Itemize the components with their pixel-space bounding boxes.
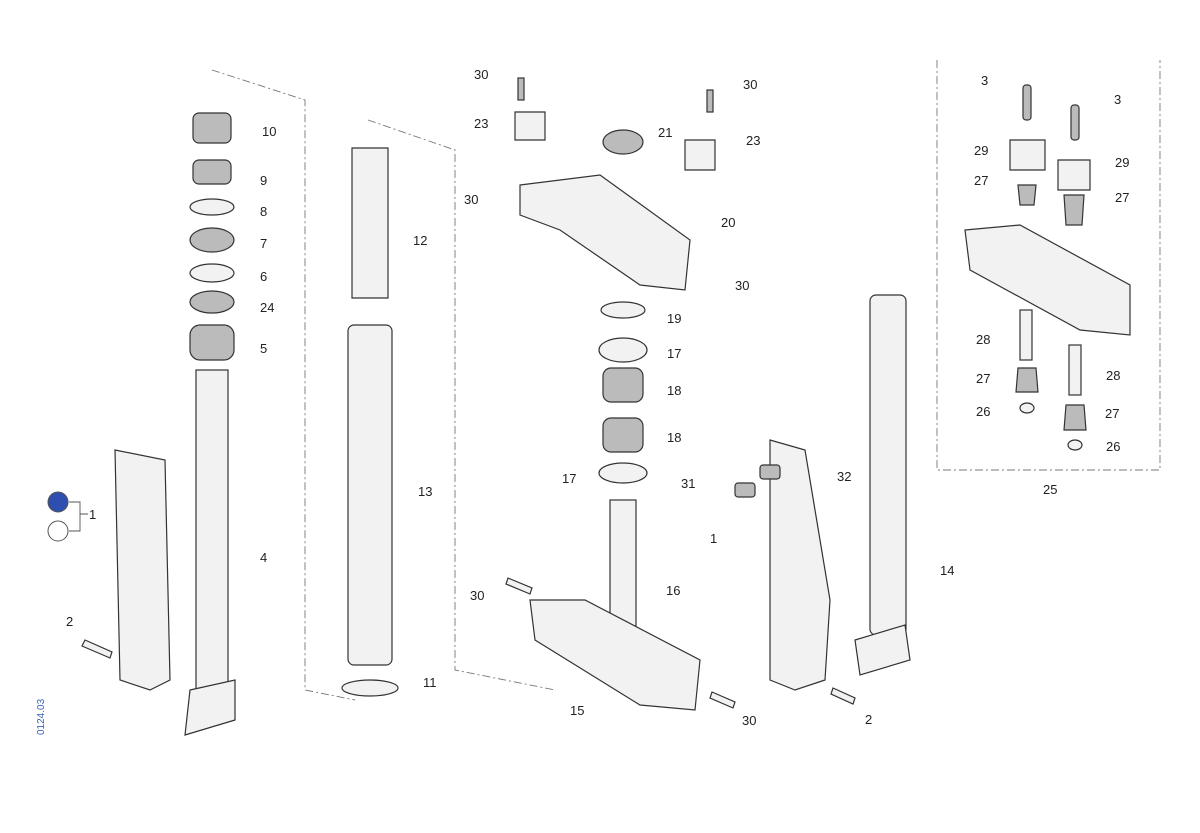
- callout: 30: [464, 192, 478, 207]
- callout: 18: [667, 383, 681, 398]
- kit-parts: [964, 84, 1131, 451]
- callout: 27: [1115, 190, 1129, 205]
- callout: 16: [666, 583, 680, 598]
- callout: 30: [742, 713, 756, 728]
- callout: 15: [570, 703, 584, 718]
- callout: 8: [260, 204, 267, 219]
- callout: 32: [837, 469, 851, 484]
- callout: 3: [1114, 92, 1121, 107]
- triple-clamp-parts: [505, 77, 736, 711]
- callout: 29: [1115, 155, 1129, 170]
- callout: 17: [562, 471, 576, 486]
- assembly-line: [367, 119, 556, 691]
- callout: 23: [474, 116, 488, 131]
- callout: 10: [262, 124, 276, 139]
- callout: 9: [260, 173, 267, 188]
- callouts: 10 9 8 7 6 24 5 4 1 2 12 13 11 30 23 30 …: [66, 67, 1129, 728]
- callout: 28: [1106, 368, 1120, 383]
- callout: 2: [66, 614, 73, 629]
- legend-outline-circle: [47, 520, 69, 542]
- callout: 13: [418, 484, 432, 499]
- callout: 4: [260, 550, 267, 565]
- callout: 27: [974, 173, 988, 188]
- callout: 1: [89, 507, 96, 522]
- kit-boundary: [936, 60, 1161, 471]
- callout: 2: [865, 712, 872, 727]
- assembly-line: [211, 69, 356, 701]
- callout: 27: [976, 371, 990, 386]
- callout: 30: [735, 278, 749, 293]
- fork-left-parts: [81, 112, 236, 736]
- callout: 29: [974, 143, 988, 158]
- callout: 31: [681, 476, 695, 491]
- callout: 20: [721, 215, 735, 230]
- callout: 27: [1105, 406, 1119, 421]
- callout: 6: [260, 269, 267, 284]
- legend-bracket: [69, 501, 88, 532]
- callout: 26: [1106, 439, 1120, 454]
- callout: 12: [413, 233, 427, 248]
- legend-filled-circle: [47, 491, 69, 513]
- callout: 11: [423, 675, 437, 690]
- callout: 30: [743, 77, 757, 92]
- callout: 28: [976, 332, 990, 347]
- callout: 19: [667, 311, 681, 326]
- callout: 30: [470, 588, 484, 603]
- callout: 26: [976, 404, 990, 419]
- callout: 30: [474, 67, 488, 82]
- fork-right-parts: [734, 294, 911, 705]
- callout: 24: [260, 300, 274, 315]
- callout: 18: [667, 430, 681, 445]
- callout: 7: [260, 236, 267, 251]
- callout: 17: [667, 346, 681, 361]
- diagram-code: 0124.03: [36, 698, 47, 735]
- callout: 25: [1043, 482, 1057, 497]
- callout: 23: [746, 133, 760, 148]
- callout: 5: [260, 341, 267, 356]
- spring-and-cartridge: [341, 147, 399, 697]
- callout: 1: [710, 531, 717, 546]
- callout: 21: [658, 125, 672, 140]
- callout: 14: [940, 563, 954, 578]
- callout: 3: [981, 73, 988, 88]
